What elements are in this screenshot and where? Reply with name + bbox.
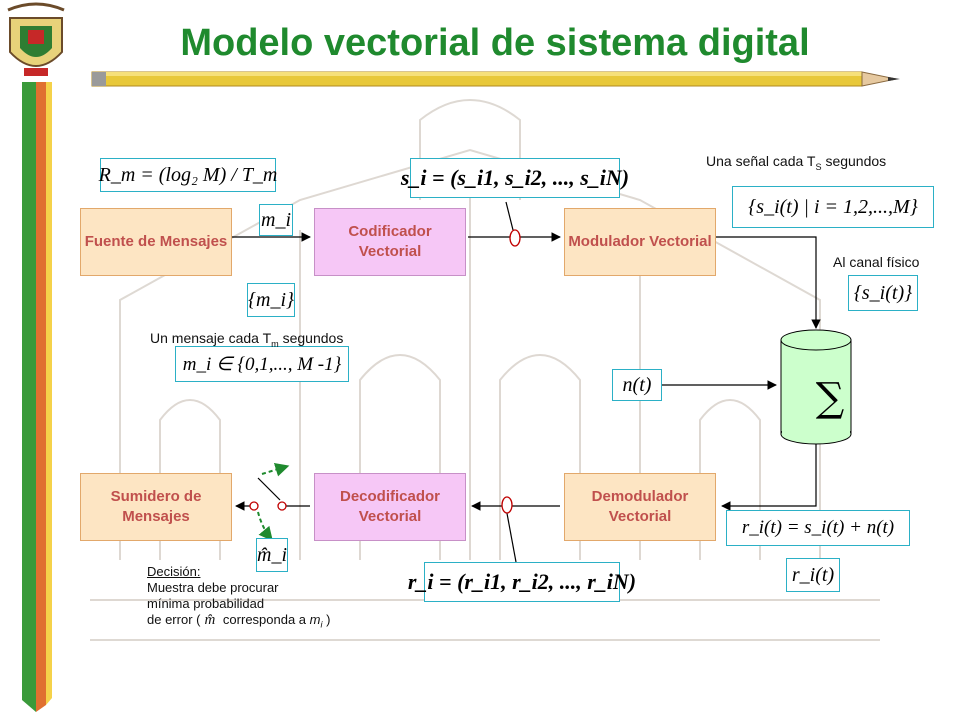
equation-noise: n(t) bbox=[612, 369, 662, 401]
note-message-rate: Un mensaje cada Tm segundos bbox=[150, 330, 343, 349]
decision-line-2: mínima probabilidad bbox=[147, 596, 265, 611]
equation-received: r_i(t) = s_i(t) + n(t) bbox=[726, 510, 910, 546]
coder-vector-pointer bbox=[505, 201, 514, 231]
equation-si-set: {s_i(t) | i = 1,2,...,M} bbox=[732, 186, 934, 228]
equation-si-t: {s_i(t)} bbox=[848, 275, 918, 311]
note-signal-rate: Una señal cada TS segundos bbox=[706, 153, 886, 172]
equation-mi: m_i bbox=[259, 204, 293, 236]
note-message-rate-tail: segundos bbox=[278, 330, 344, 346]
note-message-rate-text: Un mensaje cada T bbox=[150, 330, 272, 346]
note-message-rate-sub: m bbox=[271, 338, 279, 349]
equation-ri-t: r_i(t) bbox=[786, 558, 840, 592]
university-crest-logo bbox=[7, 2, 65, 76]
sample-marker-coder bbox=[509, 229, 521, 247]
equation-rate: R_m = (log₂ M) / T_m bbox=[99, 158, 277, 192]
block-vector-demodulator: Demodulador Vectorial bbox=[564, 473, 716, 541]
decision-switch bbox=[249, 463, 290, 542]
decision-heading: Decisión: bbox=[147, 564, 201, 579]
decoder-vector-pointer bbox=[505, 507, 517, 563]
sample-marker-decoder bbox=[501, 496, 513, 514]
note-signal-rate-sub: S bbox=[815, 161, 822, 172]
decision-line-3-end: ) bbox=[322, 612, 331, 627]
block-vector-coder: Codificador Vectorial bbox=[314, 208, 466, 276]
page-title: Modelo vectorial de sistema digital bbox=[180, 22, 810, 64]
decision-line-3b: corresponda a bbox=[219, 612, 310, 627]
decision-mi: m bbox=[309, 612, 321, 627]
pencil-underline bbox=[91, 71, 900, 87]
summer-cylinder bbox=[780, 329, 852, 445]
block-vector-decoder: Decodificador Vectorial bbox=[314, 473, 466, 541]
note-signal-rate-tail: segundos bbox=[821, 153, 887, 169]
decision-mi-hat-symbol: m̂ bbox=[204, 612, 216, 628]
note-signal-rate-text: Una señal cada T bbox=[706, 153, 816, 169]
block-message-sink: Sumidero de Mensajes bbox=[80, 473, 232, 541]
equation-ri-vector: r_i = (r_i1, r_i2, ..., r_iN) bbox=[408, 562, 636, 602]
equation-mi-range: m_i ∈ {0,1,..., M -1} bbox=[175, 346, 349, 382]
block-vector-modulator: Modulador Vectorial bbox=[564, 208, 716, 276]
arrow-modulator-to-summer bbox=[716, 236, 821, 329]
decision-line-3a: de error ( bbox=[147, 612, 201, 627]
equation-mi-hat: m̂_i bbox=[256, 538, 288, 572]
left-stripes bbox=[22, 82, 52, 712]
arrow-summer-to-demodulator bbox=[721, 444, 817, 511]
block-message-source: Fuente de Mensajes bbox=[80, 208, 232, 276]
equation-si-vector: s_i = (s_i1, s_i2, ..., s_iN) bbox=[401, 158, 629, 198]
decision-line-1: Muestra debe procurar bbox=[147, 580, 279, 595]
equation-mi-set: {m_i} bbox=[247, 283, 295, 317]
sum-symbol: ∑ bbox=[815, 375, 845, 421]
decision-mi-sub: i bbox=[320, 619, 323, 630]
signal-flow-lines bbox=[232, 201, 821, 563]
decision-line-3: de error (m̂ corresponda a mi ) bbox=[147, 612, 330, 633]
decision-note: Decisión: Muestra debe procurar mínima p… bbox=[147, 564, 330, 633]
note-physical-channel: Al canal físico bbox=[833, 254, 920, 270]
